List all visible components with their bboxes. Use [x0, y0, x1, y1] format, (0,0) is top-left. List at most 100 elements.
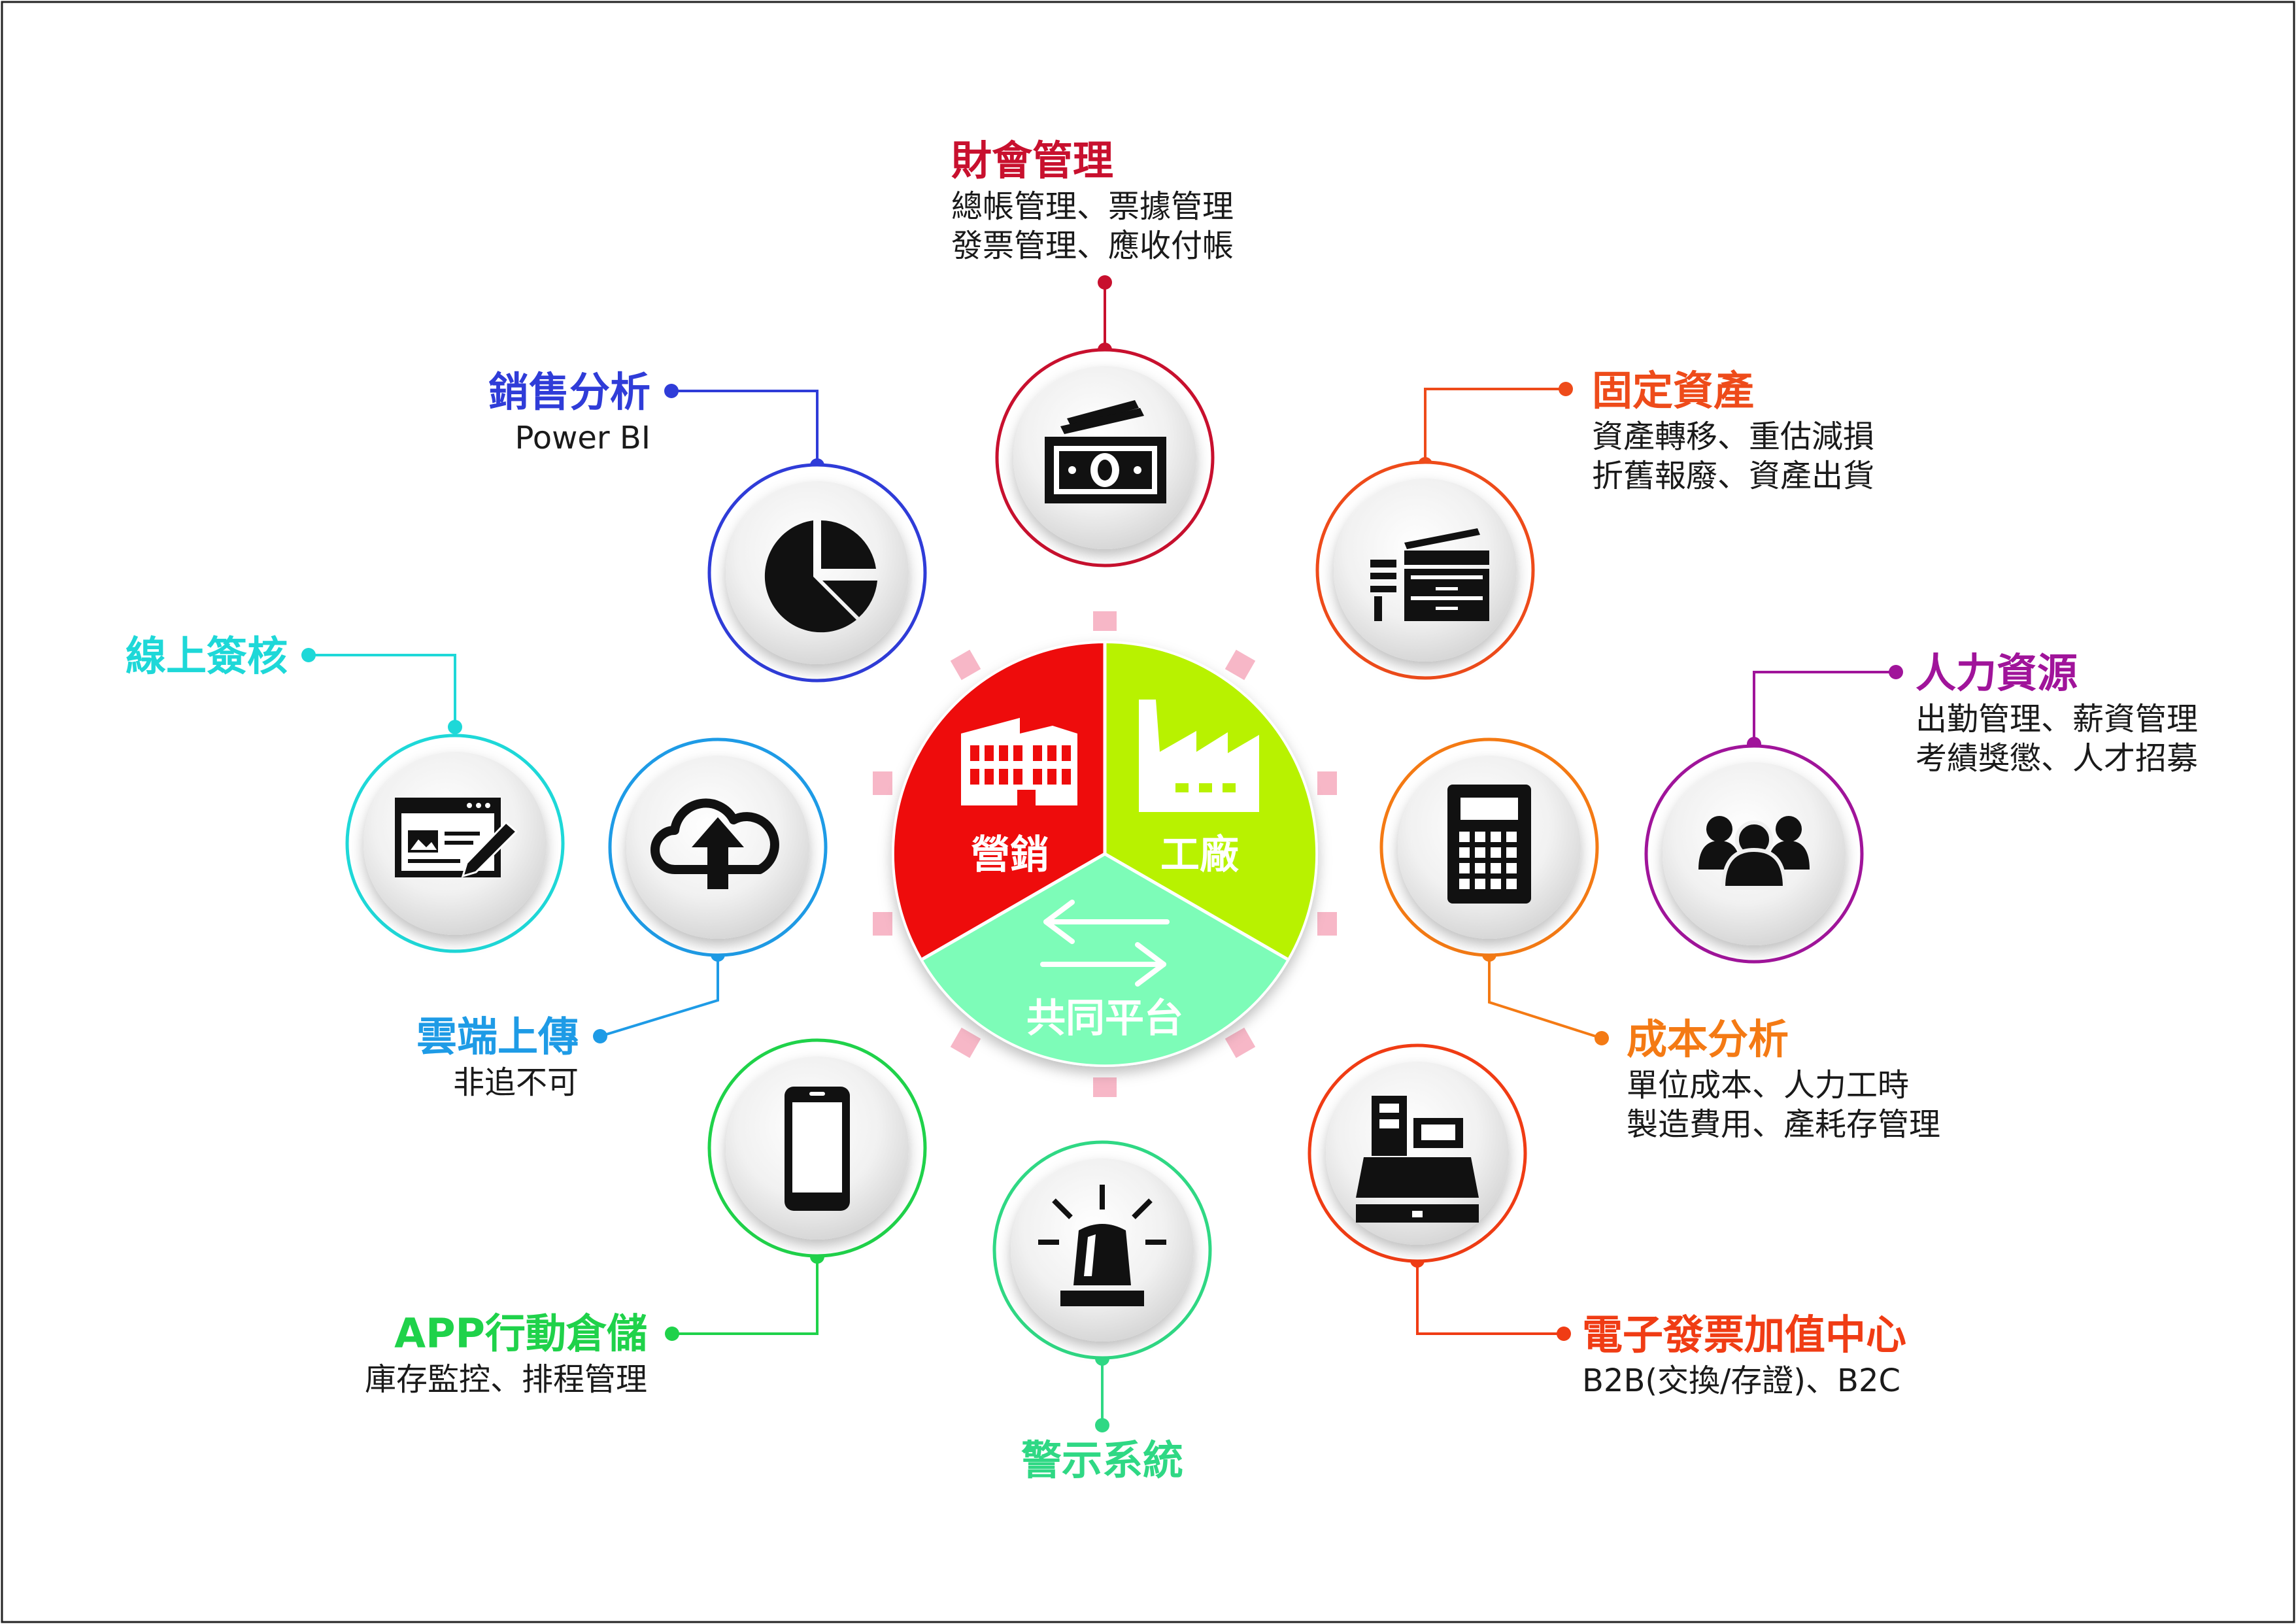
finance-node[interactable]	[995, 348, 1215, 567]
cloud-upload-icon	[650, 798, 779, 889]
subtitle-line: 折舊報廢、資產出貨	[1592, 458, 1875, 495]
calculator-key	[1475, 863, 1485, 873]
label-app: APP行動倉儲 庫存監控、排程管理	[262, 1311, 647, 1399]
hub-tick	[1224, 649, 1256, 681]
hub-tick	[950, 1027, 981, 1058]
signoff-title: 線上簽核	[125, 632, 288, 680]
alert-title: 警示系統	[1021, 1436, 1183, 1484]
hub-tick	[1224, 1027, 1256, 1058]
label-finance: 財會管理 總帳管理、票據管理發票管理、應收付帳	[951, 137, 1234, 265]
hub-tick	[1317, 771, 1337, 795]
sales-node[interactable]	[707, 463, 927, 683]
calculator-icon	[1447, 785, 1531, 904]
subtitle-line: 單位成本、人力工時	[1627, 1067, 1910, 1104]
hub-label-factory: 工廠	[1160, 832, 1239, 878]
connector-einvoice	[1416, 1260, 1564, 1335]
subtitle-line: 總帳管理、票據管理	[951, 188, 1234, 226]
app-node[interactable]	[707, 1038, 927, 1258]
cloud-lines: 非追不可	[327, 1063, 579, 1102]
label-sales: 銷售分析 Power BI	[392, 368, 650, 458]
hub-label-marketing: 營銷	[971, 832, 1049, 878]
cloud-node[interactable]	[608, 737, 828, 957]
connector-hr	[1753, 671, 1896, 744]
hub-tick	[1093, 611, 1117, 631]
hr-lines: 出勤管理、薪資管理考績獎懲、人才招募	[1916, 700, 2198, 778]
dot-app-b	[665, 1327, 679, 1341]
dot-sales-a	[664, 384, 679, 398]
label-alert: 警示系統	[971, 1438, 1233, 1483]
calculator-key	[1491, 832, 1501, 842]
app-lines: 庫存監控、排程管理	[262, 1360, 647, 1399]
hub: 營銷 工廠 共同平台	[873, 611, 1337, 1097]
label-hr: 人力資源 出勤管理、薪資管理考績獎懲、人才招募	[1916, 651, 2198, 778]
dot-hr-a	[1889, 665, 1903, 679]
connector-signoff	[309, 654, 456, 727]
calculator-key	[1491, 863, 1501, 873]
exchange-arrows-icon	[1040, 900, 1170, 987]
dot-finance-a	[1098, 275, 1112, 290]
finance-title: 財會管理	[951, 137, 1114, 184]
einvoice-title: 電子發票加值中心	[1582, 1311, 1907, 1359]
hub-tick	[1093, 1077, 1117, 1097]
finance-lines: 總帳管理、票據管理發票管理、應收付帳	[951, 187, 1234, 265]
money-icon	[1045, 400, 1166, 503]
dot-cost-b	[1595, 1031, 1609, 1045]
dot-signoff-b	[448, 720, 462, 734]
subtitle-line: 考績獎懲、人才招募	[1916, 740, 2199, 777]
calculator-key	[1475, 879, 1485, 889]
cloud-title: 雲端上傳	[416, 1013, 579, 1060]
hr-node[interactable]	[1644, 744, 1864, 964]
subtitle-line: 發票管理、應收付帳	[951, 228, 1234, 265]
dot-alert-b	[1095, 1418, 1109, 1432]
calculator-key	[1506, 879, 1517, 889]
hub-label-platform: 共同平台	[1026, 996, 1183, 1041]
cost-lines: 單位成本、人力工時製造費用、產耗存管理	[1627, 1066, 1940, 1144]
cash-register-icon	[1356, 1096, 1479, 1223]
dot-signoff-a	[301, 648, 316, 662]
calculator-key	[1459, 879, 1470, 889]
cost-node[interactable]	[1379, 737, 1599, 957]
calculator-key	[1491, 879, 1501, 889]
fixed-assets-lines: 資產轉移、重估減損折舊報廢、資產出貨	[1592, 417, 1874, 496]
connector-app	[672, 1257, 819, 1335]
people-icon	[1698, 816, 1810, 890]
building-icon	[961, 718, 1077, 805]
label-einvoice: 電子發票加值中心 B2B(交換/存證)、B2C	[1582, 1311, 1907, 1400]
copier-icon	[1370, 528, 1489, 621]
alert-node[interactable]	[992, 1140, 1212, 1360]
calculator-key	[1475, 847, 1485, 858]
subtitle-line: B2B(交換/存證)、B2C	[1582, 1362, 1901, 1400]
calculator-key	[1491, 847, 1501, 858]
calculator-key	[1506, 832, 1517, 842]
calculator-key	[1506, 847, 1517, 858]
connector-sales	[671, 390, 819, 465]
subtitle-line: 資產轉移、重估減損	[1592, 418, 1875, 456]
einvoice-lines: B2B(交換/存證)、B2C	[1582, 1361, 1906, 1400]
subtitle-line: 製造費用、產耗存管理	[1627, 1106, 1941, 1143]
hub-tick	[873, 912, 892, 936]
hub-tick	[873, 771, 892, 795]
subtitle-line: 出勤管理、薪資管理	[1916, 701, 2199, 738]
cost-title: 成本分析	[1627, 1015, 1789, 1063]
fixed-assets-node[interactable]	[1315, 460, 1535, 680]
connector-cost	[1488, 955, 1602, 1040]
siren-icon	[1038, 1185, 1166, 1306]
pie-chart-icon	[764, 520, 877, 633]
fixed-assets-title: 固定資產	[1592, 367, 1755, 414]
label-signoff: 線上簽核	[65, 634, 288, 679]
einvoice-node[interactable]	[1308, 1043, 1527, 1263]
subtitle-line: 非追不可	[452, 1064, 579, 1102]
calculator-key	[1506, 863, 1517, 873]
factory-icon	[1139, 700, 1259, 812]
signoff-node[interactable]	[345, 734, 565, 953]
smartphone-icon	[785, 1087, 850, 1211]
label-cloud: 雲端上傳 非追不可	[327, 1013, 579, 1102]
dot-fixed-a	[1559, 382, 1573, 396]
subtitle-line: Power BI	[515, 420, 650, 457]
hub-tick	[1317, 912, 1337, 936]
sales-title: 銷售分析	[488, 368, 650, 416]
calculator-key	[1459, 847, 1470, 858]
subtitle-line: 庫存監控、排程管理	[364, 1361, 647, 1398]
web-form-icon	[395, 798, 518, 878]
